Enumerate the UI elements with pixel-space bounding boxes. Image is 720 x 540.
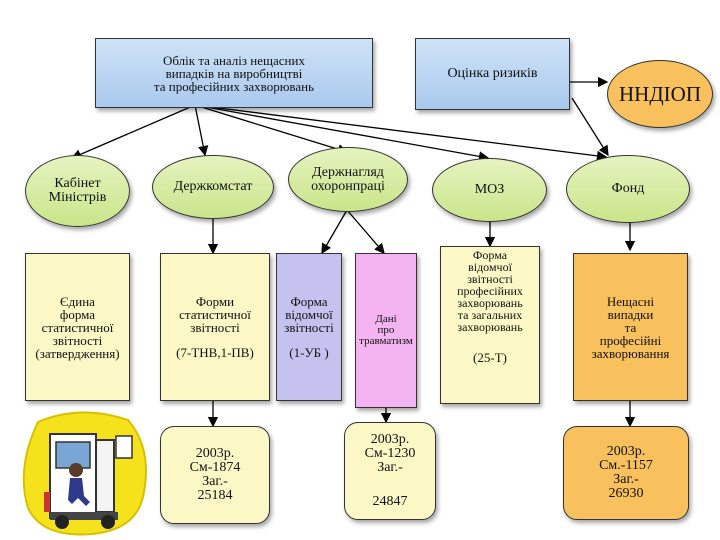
statcom-label: Держкомстат: [173, 179, 253, 194]
supervision-stats-box: 2003р. См-1230 Заг.- 24847: [344, 422, 436, 520]
fund-form-label: Нещасні випадки та професійні захворюван…: [591, 293, 670, 361]
dept-form-box: Форма відомчої звітності (1-УБ ): [276, 253, 342, 401]
moz-ellipse: МОЗ: [432, 158, 547, 222]
moz-label: МОЗ: [474, 182, 505, 197]
stat-forms-box: Форми статистичної звітності (7-ТНВ,1-ПВ…: [160, 253, 270, 401]
institute-ellipse: ННДІОП: [607, 60, 713, 128]
unified-form-label: Єдина форма статистичної звітності (затв…: [35, 293, 120, 361]
dept-form-label: Форма відомчої звітності: [284, 294, 334, 335]
injury-data-box: Дані про травматизм: [355, 253, 417, 408]
moz-form-code: (25-Т): [473, 350, 507, 365]
arrow-to-fund: [194, 104, 608, 162]
accounting-box: Облік та аналіз нещасних випадків на вир…: [95, 38, 373, 108]
fund-ellipse: Фонд: [566, 155, 690, 223]
arrow-risk-to-fund: [571, 97, 609, 157]
accounting-label: Облік та аналіз нещасних випадків на вир…: [153, 52, 315, 94]
dept-form-code: (1-УБ ): [289, 345, 329, 360]
risk-assessment-box: Оцінка ризиків: [415, 38, 570, 110]
statcom-stats-label: 2003р. См-1874 Заг.- 25184: [189, 446, 241, 503]
arrow-to-cabinet: [70, 104, 196, 160]
stat-forms-code: (7-ТНВ,1-ПВ): [176, 345, 254, 360]
fund-form-box: Нещасні випадки та професійні захворюван…: [573, 253, 688, 401]
stat-forms-label: Форми статистичної звітності: [179, 294, 251, 335]
moz-form-box: Форма відомчої звітності професійних зах…: [440, 246, 540, 404]
fund-stats-label: 2003р. См.-1157 Заг.- 26930: [599, 444, 653, 501]
risk-assessment-label: Оцінка ризиків: [447, 66, 538, 81]
supervision-stats-label: 2003р. См-1230 Заг.-: [364, 432, 416, 475]
cabinet-ellipse: Кабінет Міністрів: [25, 155, 130, 227]
supervision-stats-total: 24847: [372, 494, 408, 509]
arrow-to-statcom: [194, 104, 209, 157]
arrow-to-supervision: [194, 104, 349, 155]
ambulance-illustration: [22, 411, 147, 536]
arrow-to-moz: [194, 104, 490, 162]
unified-form-box: Єдина форма статистичної звітності (затв…: [25, 253, 130, 401]
fund-stats-box: 2003р. См.-1157 Заг.- 26930: [563, 426, 689, 520]
supervision-label: Держнагляд охоронпраці: [311, 164, 385, 194]
statcom-stats-box: 2003р. См-1874 Заг.- 25184: [160, 426, 270, 524]
statcom-ellipse: Держкомстат: [152, 155, 274, 219]
arrow-supervision-down: [321, 209, 348, 255]
fund-label: Фонд: [611, 181, 645, 196]
moz-form-label: Форма відомчої звітності професійних зах…: [457, 248, 523, 334]
arrow-supervision-to-injury: [346, 209, 385, 254]
cabinet-label: Кабінет Міністрів: [48, 176, 107, 205]
supervision-ellipse: Держнагляд охоронпраці: [288, 147, 408, 212]
institute-label: ННДІОП: [619, 81, 701, 106]
injury-data-label: Дані про травматизм: [359, 313, 413, 347]
